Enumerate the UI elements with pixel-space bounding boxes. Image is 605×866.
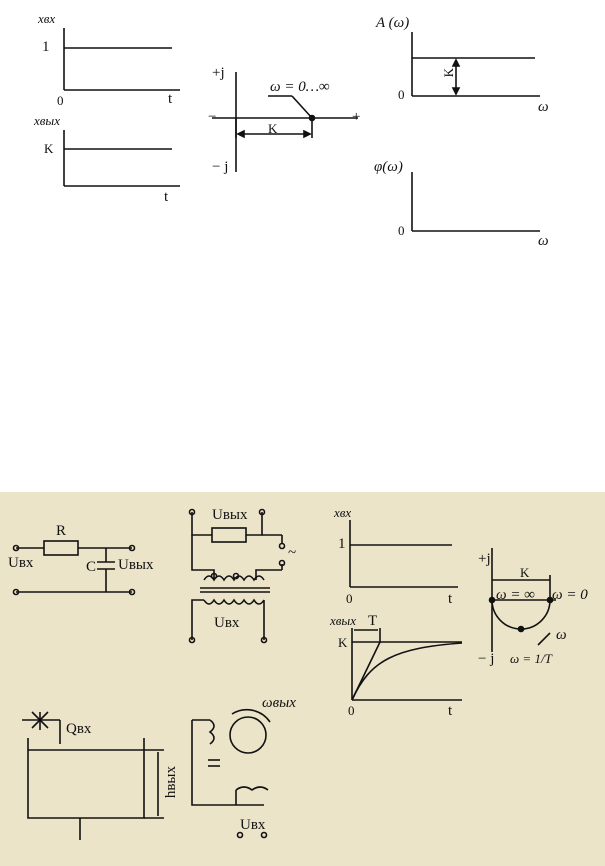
phase-x-label: ω bbox=[538, 233, 549, 249]
nyquist-minus: − bbox=[208, 109, 217, 125]
rc-uout-label: Uвых bbox=[118, 557, 154, 573]
point-k bbox=[308, 114, 316, 122]
point-zero bbox=[546, 596, 554, 604]
hodo-k-label: K bbox=[520, 565, 530, 580]
point-mid bbox=[517, 625, 525, 633]
tr-uout-label: Uвых bbox=[212, 507, 248, 523]
tank-h-label: hвых bbox=[163, 766, 179, 799]
hodo-w-inf-label: ω = ∞ bbox=[496, 587, 535, 603]
valve bbox=[31, 711, 49, 729]
hodo-w-mid-label: ω = 1/T bbox=[510, 651, 552, 666]
scanned-figure-background bbox=[0, 492, 605, 866]
point-inf bbox=[488, 596, 496, 604]
bottom-input-origin: 0 bbox=[346, 591, 353, 606]
hodo-w-arrow-label: ω bbox=[556, 627, 567, 643]
leader-line bbox=[291, 95, 313, 119]
rc-circuit bbox=[12, 540, 136, 596]
tr-ac-label: ~ bbox=[288, 545, 297, 561]
amplitude-origin-label: 0 bbox=[398, 87, 405, 102]
amplitude-y-label: A (ω) bbox=[376, 15, 410, 31]
bottom-input-step-plot bbox=[349, 520, 458, 588]
bottom-input-y-label: xвх bbox=[334, 505, 352, 520]
field-winding bbox=[208, 719, 215, 745]
nyquist-plus-j: +j bbox=[212, 65, 225, 81]
semicircle-curve bbox=[491, 599, 551, 630]
tank-q-label: Qвх bbox=[66, 721, 92, 737]
tangent-line bbox=[351, 641, 381, 701]
nyquist-plus: + bbox=[352, 109, 361, 125]
rc-c-label: C bbox=[86, 559, 97, 575]
k-arrows bbox=[451, 58, 461, 96]
armature-winding bbox=[235, 786, 269, 791]
resistor-r bbox=[43, 540, 79, 556]
motor-omega-label: ωвых bbox=[262, 695, 296, 711]
output-y-label: xвых bbox=[34, 113, 60, 128]
resistor bbox=[211, 527, 247, 543]
hodo-plus-j: +j bbox=[478, 551, 491, 567]
exponential-curve bbox=[351, 642, 463, 701]
hodograph-plot bbox=[488, 548, 556, 652]
input-level-label: 1 bbox=[42, 39, 50, 55]
amplitude-plot bbox=[411, 32, 540, 97]
hodo-w-zero-label: ω = 0 bbox=[552, 587, 588, 603]
bottom-output-origin: 0 bbox=[348, 703, 355, 718]
nyquist-plot bbox=[212, 72, 358, 172]
phase-y-label: φ(ω) bbox=[374, 159, 403, 175]
k-arrows bbox=[236, 129, 312, 139]
tr-uin-label: Uвх bbox=[214, 615, 240, 631]
terminal bbox=[12, 544, 20, 552]
bottom-output-x-label: t bbox=[448, 703, 453, 719]
bottom-input-x-label: t bbox=[448, 591, 453, 607]
nyquist-k-label: K bbox=[268, 121, 278, 136]
transformer-circuit bbox=[188, 508, 286, 644]
input-y-label: xвх bbox=[38, 11, 56, 26]
bottom-output-plot bbox=[351, 628, 463, 701]
motor-rotor bbox=[229, 716, 267, 754]
output-level-label: K bbox=[44, 141, 54, 156]
terminal bbox=[128, 588, 136, 596]
tank bbox=[22, 711, 164, 840]
bottom-output-k-label: K bbox=[338, 635, 348, 650]
hodo-minus-j: − j bbox=[478, 651, 495, 667]
input-origin-label: 0 bbox=[57, 93, 64, 108]
secondary-winding bbox=[203, 598, 265, 605]
rotation-arrow bbox=[231, 708, 271, 723]
phase-origin-label: 0 bbox=[398, 223, 405, 238]
input-step-plot bbox=[63, 28, 180, 91]
terminal bbox=[128, 544, 136, 552]
bottom-output-y-label: xвых bbox=[330, 613, 356, 628]
input-x-label: t bbox=[168, 91, 173, 107]
rc-r-label: R bbox=[56, 523, 67, 539]
bottom-input-level: 1 bbox=[338, 536, 346, 552]
nyquist-minus-j: − j bbox=[212, 159, 229, 175]
amplitude-k-label: K bbox=[441, 68, 456, 78]
output-x-label: t bbox=[164, 189, 169, 205]
bottom-output-t-label: T bbox=[368, 613, 378, 629]
nyquist-omega-range: ω = 0…∞ bbox=[270, 79, 330, 95]
primary-winding bbox=[203, 575, 265, 582]
output-step-plot bbox=[63, 130, 180, 187]
amplitude-x-label: ω bbox=[538, 99, 549, 115]
phase-plot bbox=[411, 172, 540, 232]
terminal bbox=[12, 588, 20, 596]
tank-walls bbox=[27, 738, 145, 819]
omega-arrow bbox=[537, 632, 551, 646]
motor-circuit bbox=[191, 708, 271, 839]
rc-uin-label: Uвх bbox=[8, 555, 34, 571]
motor-uin-label: Uвх bbox=[240, 817, 266, 833]
